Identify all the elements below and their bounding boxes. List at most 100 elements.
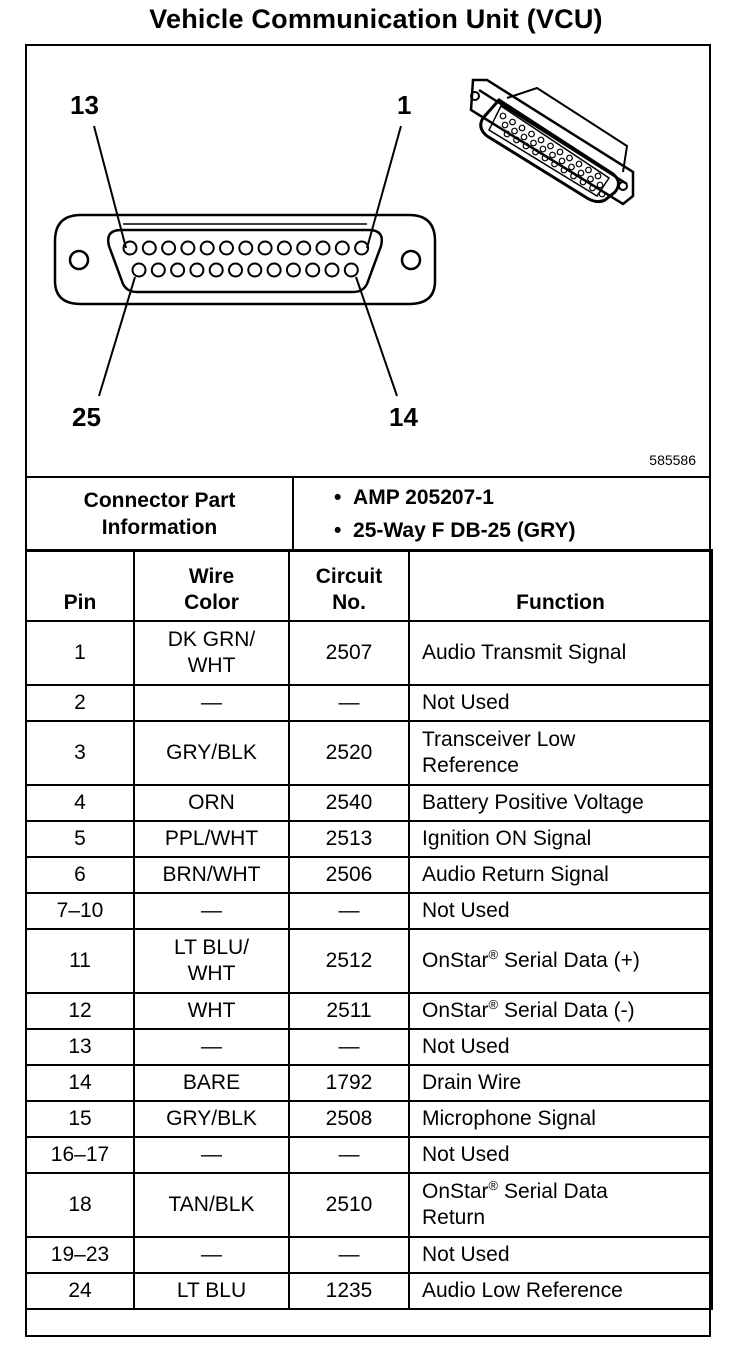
iso-pin [568,163,575,171]
cell-wire-color: WHT [133,992,290,1030]
pin-hole [354,240,370,256]
header-circuit: Circuit No. [288,549,410,622]
pin-hole [150,262,166,278]
iso-pin [589,184,596,192]
iso-pin [585,166,592,174]
connector-iso-view [469,78,635,206]
iso-pin [522,142,530,150]
pin-hole [285,262,301,278]
iso-pin [575,160,583,168]
cell-pin: 13 [25,1028,135,1066]
function-text: OnStar® Serial Data Return [422,1178,608,1229]
cell-pin: 2 [25,684,135,722]
cell-pin: 11 [25,928,135,994]
header-wire-color: Wire Color [133,549,290,622]
cell-wire-color: — [133,1028,290,1066]
iso-pin [530,139,537,147]
header-pin: Pin [25,549,135,622]
iso-pin [556,148,564,156]
iso-pin [596,181,604,189]
cell-wire-color: DK GRN/ WHT [133,620,290,686]
pin-hole [315,240,331,256]
connector-flange [53,213,437,306]
cell-pin: 19–23 [25,1236,135,1274]
function-suffix: Serial Data Return [422,1180,608,1229]
cell-pin: 5 [25,820,135,858]
pin-label-25: 25 [72,402,101,432]
cell-function: Not Used [408,684,713,722]
cell-circuit: 1792 [288,1064,410,1102]
connector-d-shell [107,228,383,294]
cell-wire-color: BRN/WHT [133,856,290,894]
cell-pin: 24 [25,1272,135,1310]
iso-pin [509,118,516,126]
cell-function: Ignition ON Signal [408,820,713,858]
header-function: Function [408,549,713,622]
pin-label-1: 1 [397,90,412,120]
leader-line-13 [93,125,127,249]
connector-info-label: Connector Part Information [25,476,294,552]
table-row: 19–23——Not Used [25,1236,713,1274]
pin-hole [180,240,196,256]
cell-wire-color: LT BLU/ WHT [133,928,290,994]
cell-circuit: 2540 [288,784,410,822]
cell-pin: 3 [25,720,135,786]
connector-info-value: • AMP 205207-1 [334,486,494,509]
figure-id: 585586 [649,452,696,468]
cell-pin: 7–10 [25,892,135,930]
cell-function: Audio Transmit Signal [408,620,713,686]
cell-wire-color: BARE [133,1064,290,1102]
registered-mark: ® [488,1178,499,1193]
iso-pin [577,169,585,177]
pin-hole [122,240,138,256]
iso-pin [520,133,528,141]
pin-label-14: 14 [389,402,418,432]
cell-wire-color: LT BLU [133,1272,290,1310]
cell-pin: 15 [25,1100,135,1138]
iso-pin [579,178,587,186]
pin-hole [170,262,186,278]
registered-mark: ® [488,947,499,962]
cell-pin: 6 [25,856,135,894]
function-text: OnStar® Serial Data (-) [422,997,635,1022]
pin-hole [228,262,243,278]
pin-hole [305,262,321,278]
function-suffix: Serial Data (-) [498,999,635,1022]
pin-hole [296,240,312,256]
cell-function: Microphone Signal [408,1100,713,1138]
cell-function: Not Used [408,892,713,930]
cell-pin: 12 [25,992,135,1030]
cell-function: Battery Positive Voltage [408,784,713,822]
cell-wire-color: — [133,1236,290,1274]
table-row: 7–10——Not Used [25,892,713,930]
cell-pin: 16–17 [25,1136,135,1174]
iso-pin [594,172,602,180]
iso-pin [513,136,520,144]
leader-line-25 [98,276,136,397]
cell-circuit: — [288,684,410,722]
iso-pin [566,154,573,162]
pin-hole [266,262,282,278]
cell-circuit: 2510 [288,1172,410,1238]
table-row: 13——Not Used [25,1028,713,1066]
iso-pin [570,172,577,180]
leader-line-14 [355,276,398,397]
iso-pin [532,148,539,156]
cell-wire-color: GRY/BLK [133,1100,290,1138]
table-row: 2——Not Used [25,684,713,722]
iso-pin [549,151,556,159]
cell-pin: 1 [25,620,135,686]
cell-function: Transceiver Low Reference [408,720,713,786]
cell-function: OnStar® Serial Data (+) [408,928,713,994]
pin-holes [122,240,370,278]
iso-pin [598,190,606,198]
